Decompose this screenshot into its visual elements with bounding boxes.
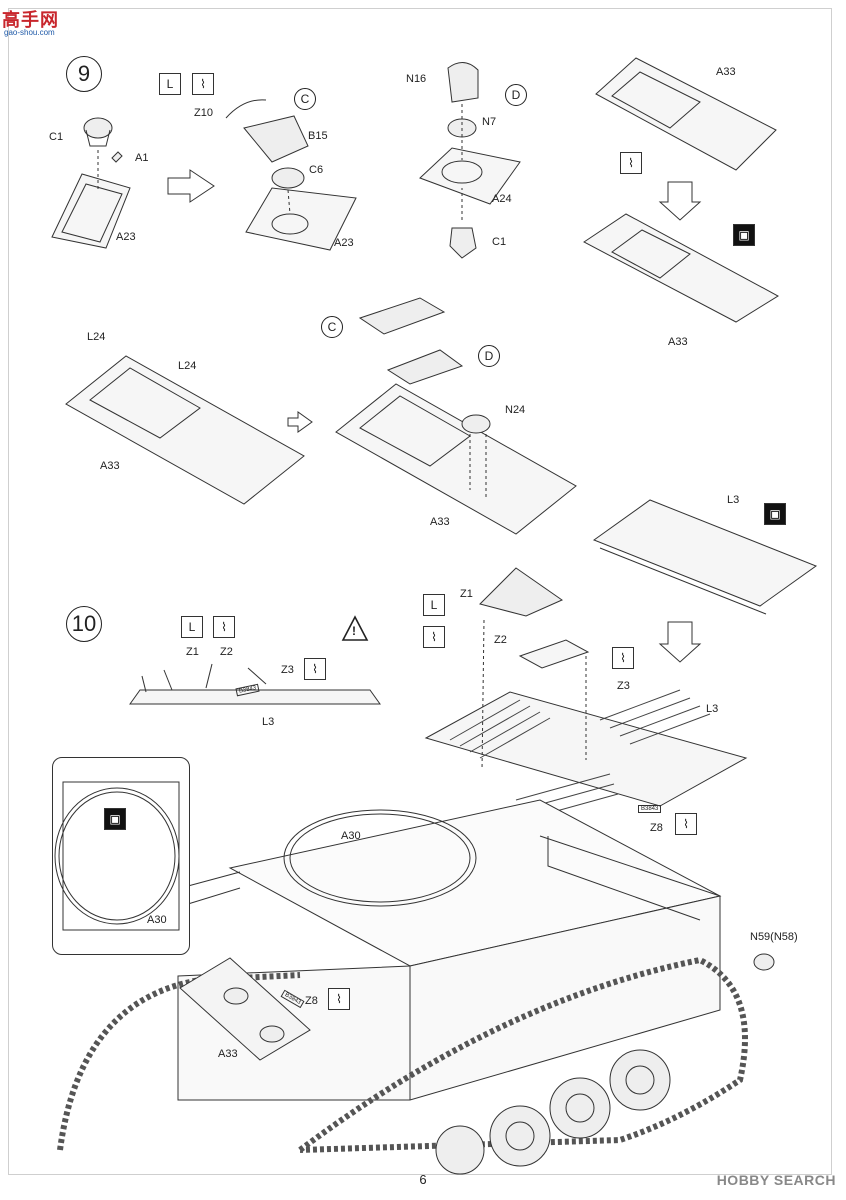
page-number: 6 <box>419 1172 427 1187</box>
part-label: A33 <box>430 516 450 528</box>
cement-icon: L <box>159 73 181 95</box>
glue-brush-icon: ⌇ <box>675 813 697 835</box>
part-label: L24 <box>178 360 197 372</box>
part-label: A33 <box>668 336 688 348</box>
part-label: Z10 <box>194 107 213 119</box>
cement-icon: L <box>181 616 203 638</box>
cement-icon: L <box>423 594 445 616</box>
warning-mark: ! <box>352 624 356 638</box>
subassembly-c-marker: C <box>294 88 316 110</box>
part-label: Z1 <box>460 588 473 600</box>
part-label: N7 <box>482 116 497 128</box>
part-label: Z1 <box>186 646 199 658</box>
hobby-search-logo: HOBBY SEARCH <box>716 1172 836 1188</box>
part-label: L3 <box>706 703 719 715</box>
part-label: A30 <box>147 914 167 926</box>
part-label: A30 <box>341 830 361 842</box>
part-label: Z2 <box>494 634 507 646</box>
part-label: A33 <box>716 66 736 78</box>
part-label: Z8 <box>305 995 318 1007</box>
part-label: Z8 <box>650 822 663 834</box>
subassembly-c-marker: C <box>321 316 343 338</box>
part-label: L24 <box>87 331 106 343</box>
photo-etch-icon: ▣ <box>733 224 755 246</box>
glue-brush-icon: ⌇ <box>213 616 235 638</box>
part-label: N59(N58) <box>750 931 798 943</box>
glue-brush-icon: ⌇ <box>612 647 634 669</box>
part-label: C1 <box>492 236 507 248</box>
page-frame <box>8 8 832 1175</box>
photo-etch-icon: ▣ <box>104 808 126 830</box>
detail-inset <box>52 757 190 955</box>
glue-brush-icon: ⌇ <box>620 152 642 174</box>
part-label: A23 <box>334 237 354 249</box>
subassembly-d-marker: D <box>505 84 527 106</box>
part-label: A33 <box>218 1048 238 1060</box>
part-label: A1 <box>135 152 149 164</box>
part-label: C1 <box>49 131 64 143</box>
glue-brush-icon: ⌇ <box>192 73 214 95</box>
photo-etch-icon: ▣ <box>764 503 786 525</box>
part-label: L3 <box>262 716 275 728</box>
glue-brush-icon: ⌇ <box>304 658 326 680</box>
part-label: A23 <box>116 231 136 243</box>
subassembly-d-marker: D <box>478 345 500 367</box>
decal-number: B3843 <box>638 805 662 813</box>
step-number-10: 10 <box>66 606 102 642</box>
part-label: N16 <box>406 73 427 85</box>
step-number-9: 9 <box>66 56 102 92</box>
part-label: Z2 <box>220 646 233 658</box>
watermark-logo: 高手网 <box>2 10 59 30</box>
part-label: A24 <box>492 193 512 205</box>
glue-brush-icon: ⌇ <box>328 988 350 1010</box>
part-label: N24 <box>505 404 526 416</box>
glue-brush-icon: ⌇ <box>423 626 445 648</box>
part-label: A33 <box>100 460 120 472</box>
watermark-url: gao-shou.com <box>4 28 55 37</box>
part-label: B15 <box>308 130 328 142</box>
part-label: Z3 <box>281 664 294 676</box>
part-label: C6 <box>309 164 324 176</box>
part-label: Z3 <box>617 680 630 692</box>
part-label: L3 <box>727 494 740 506</box>
